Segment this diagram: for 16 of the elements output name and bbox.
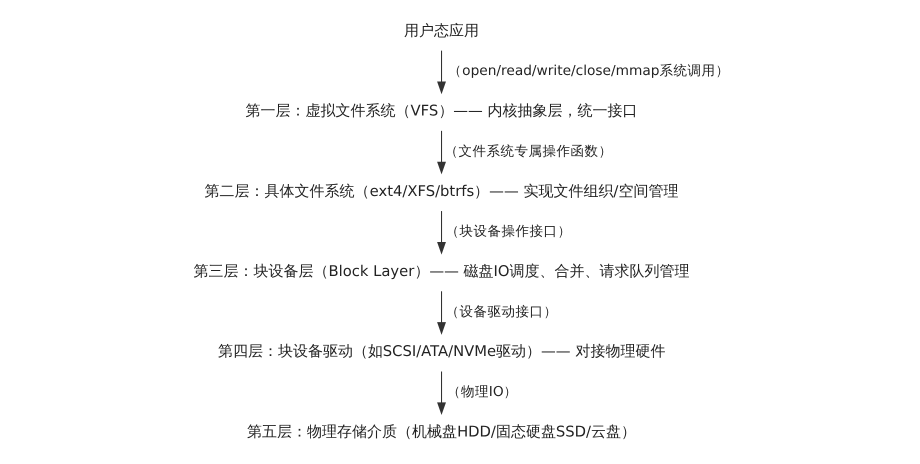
arrow [437,372,446,416]
node-text: 第五层：物理存储介质（机械盘HDD/固态硬盘SSD/云盘） [247,423,636,440]
node-text: 第二层：具体文件系统（ext4/XFS/btrfs）—— 实现文件组织/空间管理 [204,182,678,200]
node-text: 第一层：虚拟文件系统（VFS）—— 内核抽象层，统一接口 [246,102,638,120]
arrow [437,50,446,94]
edge-label: （块设备操作接口） [446,224,572,240]
node-text: 第三层：块设备层（Block Layer）—— 磁盘IO调度、合并、请求队列管理 [194,263,690,280]
edge-label: （文件系统专属操作函数） [444,143,613,160]
edge-label: （open/read/write/close/mmap系统调用） [448,63,730,80]
arrow [437,291,446,335]
node-text: 第四层：块设备驱动（如SCSI/ATA/NVMe驱动）—— 对接物理硬件 [218,343,666,360]
arrow [437,211,446,255]
edge-label: （设备驱动接口） [446,304,558,320]
node-text: 用户态应用 [404,22,480,40]
arrow [437,130,446,174]
edge-label: （物理IO） [446,384,518,400]
